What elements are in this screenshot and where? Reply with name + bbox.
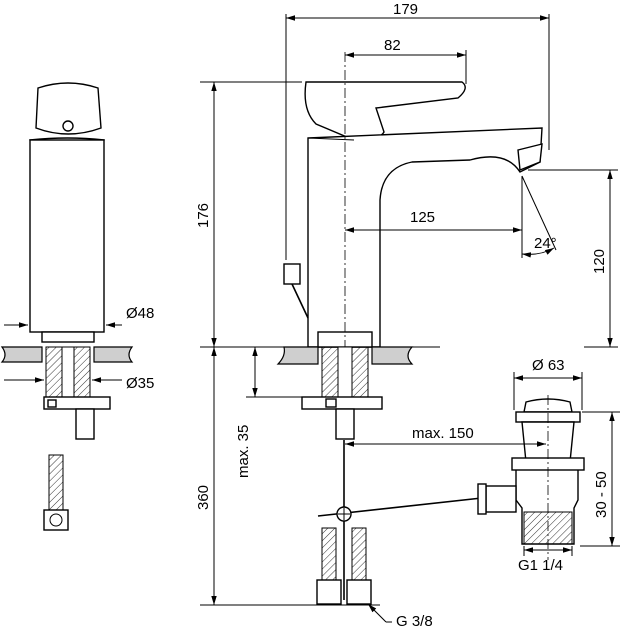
dim-spout-height: 120 — [591, 249, 608, 274]
side-hose-nut — [43, 509, 69, 531]
popup-rod-knob — [283, 263, 301, 285]
side-countertop-left — [0, 346, 43, 363]
dim-hose-thread: G 3/8 — [396, 613, 433, 630]
hose-left — [321, 527, 337, 581]
dim-handle-width: 82 — [384, 37, 401, 54]
dim-waste-thread: G1 1/4 — [518, 557, 563, 574]
side-handle-screw — [62, 120, 74, 132]
side-body — [29, 139, 105, 333]
dim-waste-range: 30 - 50 — [593, 471, 610, 518]
waste-cap — [523, 398, 573, 413]
dim-max-offset: max. 150 — [412, 425, 474, 442]
mixer-connector — [335, 408, 355, 440]
hose-right-nut — [346, 579, 372, 605]
mixer-body-spout — [307, 127, 543, 348]
dim-max-thickness: max. 35 — [235, 425, 252, 478]
popup-rod — [291, 283, 309, 319]
dim-overall-width: 179 — [393, 1, 418, 18]
dim-body-height: 176 — [195, 203, 212, 228]
mixer-aerator — [517, 143, 543, 171]
dim-hose-length: 360 — [195, 485, 212, 510]
mixer-nut-plate — [301, 396, 383, 410]
side-base-ring — [41, 331, 95, 343]
dim-spout-reach: 125 — [410, 209, 435, 226]
side-connector — [75, 408, 95, 440]
side-view: Ø48 Ø35 — [0, 82, 154, 531]
countertop-left — [276, 346, 319, 365]
dim-waste-diameter: Ø 63 — [532, 357, 565, 374]
dim-body-diameter: Ø48 — [126, 305, 154, 322]
side-handle — [35, 82, 102, 135]
dim-shank-diameter: Ø35 — [126, 375, 154, 392]
mixer-handle — [304, 81, 466, 141]
front-view: 179 82 125 176 120 24° 360 max. 35 — [195, 1, 620, 630]
dim-spout-angle: 24° — [534, 235, 557, 252]
hose-left-nut — [316, 579, 342, 605]
countertop-right — [371, 346, 414, 365]
side-countertop-right — [93, 346, 134, 363]
side-hose — [48, 454, 64, 511]
hose-right — [351, 527, 367, 581]
waste-lever-fitting — [485, 485, 517, 513]
